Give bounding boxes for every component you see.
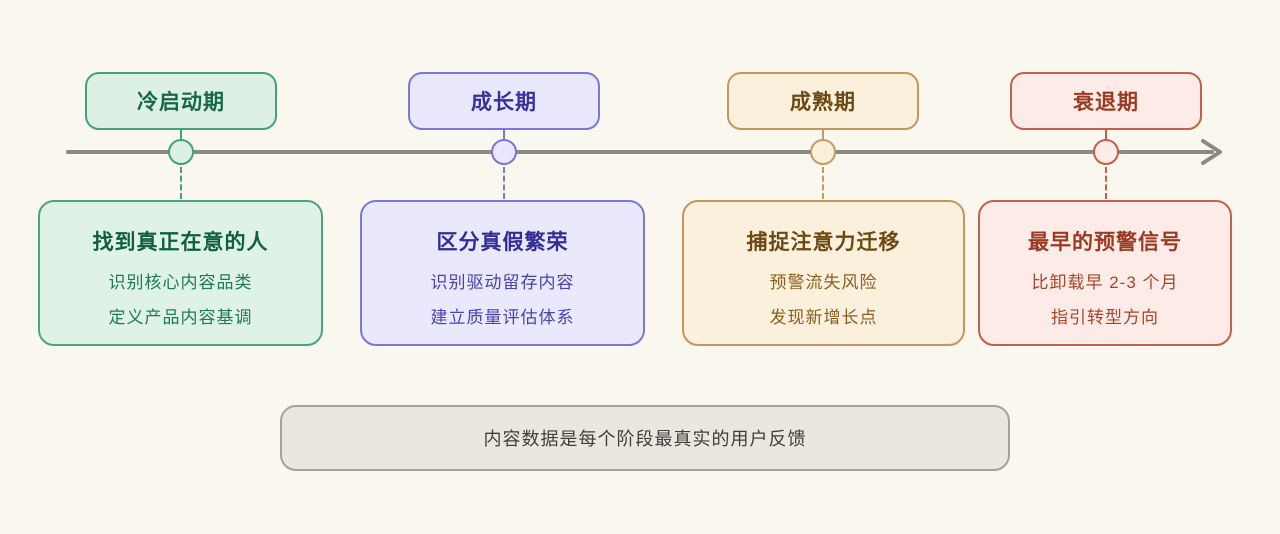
stage-card-growth: 区分真假繁荣 识别驱动留存内容 建立质量评估体系	[360, 200, 645, 346]
stage-pill-label: 成长期	[471, 91, 537, 114]
timeline-arrow-icon	[1201, 139, 1222, 165]
connector-solid	[180, 130, 182, 140]
stage-pill-cold-start: 冷启动期	[85, 72, 277, 130]
card-line: 预警流失风险	[769, 273, 878, 292]
card-line: 定义产品内容基调	[108, 308, 253, 327]
card-line: 指引转型方向	[1051, 308, 1159, 327]
stage-pill-label: 衰退期	[1073, 91, 1139, 114]
stage-pill-maturity: 成熟期	[727, 72, 919, 130]
stage-card-maturity: 捕捉注意力迁移 预警流失风险 发现新增长点	[682, 200, 965, 346]
card-line: 识别核心内容品类	[108, 273, 253, 292]
stage-pill-decline: 衰退期	[1010, 72, 1202, 130]
timeline-node	[491, 139, 517, 165]
timeline-node	[810, 139, 836, 165]
connector-dashed	[1105, 167, 1107, 199]
connector-dashed	[822, 167, 824, 199]
stage-card-decline: 最早的预警信号 比卸载早 2-3 个月 指引转型方向	[978, 200, 1232, 346]
card-title: 最早的预警信号	[1028, 231, 1182, 254]
card-title: 区分真假繁荣	[436, 231, 569, 254]
card-title: 捕捉注意力迁移	[746, 231, 901, 254]
timeline-axis	[66, 150, 1214, 154]
stage-card-cold-start: 找到真正在意的人 识别核心内容品类 定义产品内容基调	[38, 200, 323, 346]
card-line: 比卸载早 2-3 个月	[1031, 273, 1179, 292]
card-line: 建立质量评估体系	[430, 308, 575, 327]
card-line: 发现新增长点	[769, 308, 878, 327]
stage-pill-growth: 成长期	[408, 72, 600, 130]
connector-solid	[822, 130, 824, 140]
connector-solid	[503, 130, 505, 140]
connector-dashed	[503, 167, 505, 199]
timeline-node	[1093, 139, 1119, 165]
connector-solid	[1105, 130, 1107, 140]
card-title: 找到真正在意的人	[92, 231, 269, 254]
footer-note-text: 内容数据是每个阶段最真实的用户反馈	[483, 429, 807, 449]
stage-pill-label: 成熟期	[790, 91, 856, 114]
footer-note: 内容数据是每个阶段最真实的用户反馈	[280, 405, 1010, 471]
stage-pill-label: 冷启动期	[137, 91, 225, 114]
timeline-node	[168, 139, 194, 165]
connector-dashed	[180, 167, 182, 199]
card-line: 识别驱动留存内容	[430, 273, 575, 292]
